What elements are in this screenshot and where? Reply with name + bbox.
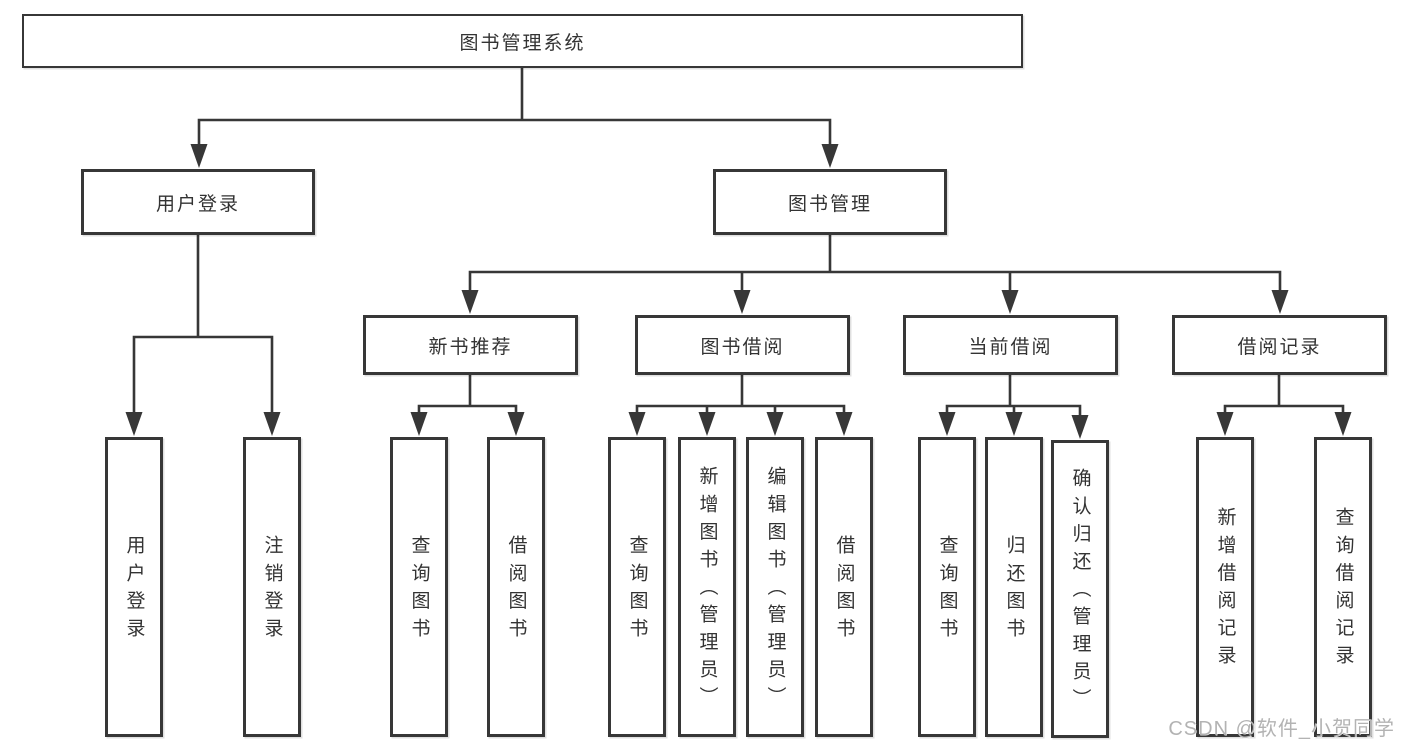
arrowhead xyxy=(733,290,751,314)
arrowhead xyxy=(1334,412,1352,436)
arrowhead xyxy=(698,412,716,436)
arrowhead xyxy=(628,412,646,436)
node-book-management: 图书管理 xyxy=(713,169,947,235)
leaf-query-borrow-record: 查询借阅记录 xyxy=(1314,437,1372,737)
leaf-query-books-borrow: 查询图书 xyxy=(608,437,666,737)
csdn-watermark: CSDN @软件_小贺同学 xyxy=(1168,718,1395,740)
leaf-edit-book-admin: 编辑图书（管理员） xyxy=(746,437,804,737)
leaf-user-login: 用户登录 xyxy=(105,437,163,737)
node-new-book-recommend: 新书推荐 xyxy=(363,315,578,375)
arrowhead xyxy=(1216,412,1234,436)
arrowhead xyxy=(835,412,853,436)
leaf-logout: 注销登录 xyxy=(243,437,301,737)
node-borrow-records: 借阅记录 xyxy=(1172,315,1387,375)
leaf-query-books-recommend: 查询图书 xyxy=(390,437,448,737)
arrowhead xyxy=(190,144,208,168)
leaf-add-book-admin: 新增图书（管理员） xyxy=(678,437,736,737)
node-user-login-branch: 用户登录 xyxy=(81,169,315,235)
arrowhead xyxy=(1005,412,1023,436)
arrowhead xyxy=(410,412,428,436)
arrowhead xyxy=(507,412,525,436)
arrowhead xyxy=(263,412,281,436)
leaf-borrow-books: 借阅图书 xyxy=(815,437,873,737)
node-library-system: 图书管理系统 xyxy=(22,14,1023,68)
node-book-borrow: 图书借阅 xyxy=(635,315,850,375)
leaf-confirm-return-admin: 确认归还（管理员） xyxy=(1051,440,1109,738)
arrowhead xyxy=(766,412,784,436)
arrowhead xyxy=(125,412,143,436)
leaf-add-borrow-record: 新增借阅记录 xyxy=(1196,437,1254,737)
arrowhead xyxy=(1271,290,1289,314)
arrowhead xyxy=(938,412,956,436)
node-current-borrow: 当前借阅 xyxy=(903,315,1118,375)
arrowhead xyxy=(1001,290,1019,314)
arrowhead xyxy=(461,290,479,314)
leaf-return-books: 归还图书 xyxy=(985,437,1043,737)
leaf-borrow-books-recommend: 借阅图书 xyxy=(487,437,545,737)
arrowhead xyxy=(821,144,839,168)
leaf-query-books-current: 查询图书 xyxy=(918,437,976,737)
arrowhead xyxy=(1071,415,1089,439)
